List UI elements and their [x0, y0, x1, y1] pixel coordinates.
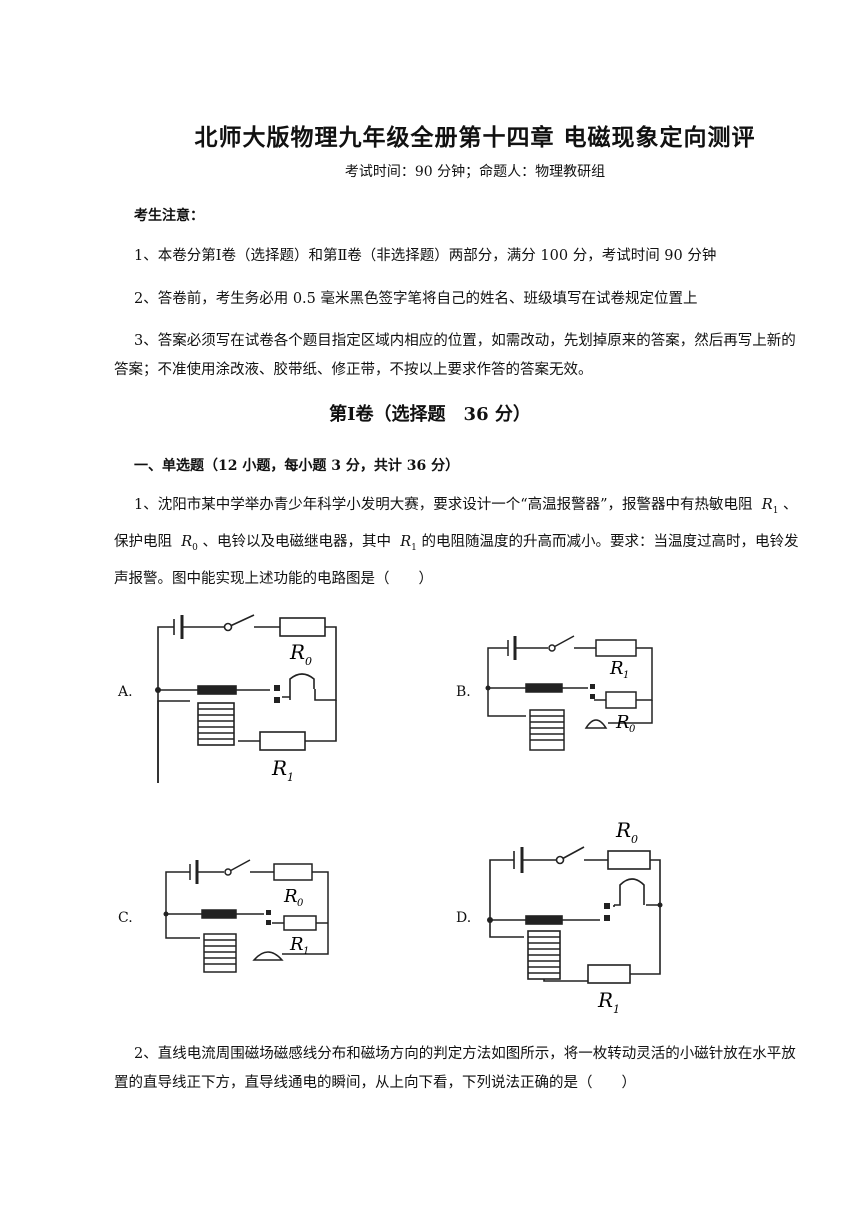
- relay-contact: [274, 685, 280, 691]
- option-c-label: C.: [118, 910, 133, 926]
- svg-text:R: R: [597, 988, 613, 1012]
- question-2: 2、直线电流周围磁场磁感线分布和磁场方向的判定方法如图所示，将一枚转动灵活的小磁…: [114, 1040, 804, 1098]
- q1-text-part1: 1、沈阳市某中学举办青少年科学小发明大赛，要求设计一个“高温报警器”，报警器中有…: [134, 497, 753, 513]
- q1-text-part4: 的电阻随温度的升高而减小。要求：当温度过高时，电铃发声报警。图中能实现上述功能的…: [114, 533, 799, 587]
- q1-var-r1b: R1: [400, 533, 417, 553]
- section-title: 第Ⅰ卷（选择题 36 分）: [329, 404, 531, 425]
- notice-item-3: 3、答案必须写在试卷各个题目指定区域内相应的位置，如需改动，先划掉原来的答案，然…: [114, 333, 796, 378]
- option-b-label: B.: [456, 684, 471, 700]
- question-group-heading: 一、单选题（12 小题，每小题 3 分，共计 36 分）: [134, 458, 460, 474]
- page-title: 北师大版物理九年级全册第十四章 电磁现象定向测评: [194, 124, 756, 151]
- svg-text:0: 0: [305, 655, 312, 668]
- svg-text:1: 1: [623, 670, 629, 681]
- q1-text-part3: 、电铃以及电磁继电器，其中: [202, 533, 391, 550]
- exam-info: 考试时间：90 分钟；命题人：物理教研组: [344, 164, 606, 180]
- svg-text:R: R: [289, 640, 305, 664]
- svg-text:R: R: [609, 658, 624, 679]
- svg-text:R: R: [271, 756, 287, 780]
- svg-text:0: 0: [629, 724, 636, 735]
- notice-item-1: 1、本卷分第Ⅰ卷（选择题）和第Ⅱ卷（非选择题）两部分，满分 100 分，考试时间…: [134, 248, 717, 264]
- q1-var-r1: R1: [761, 497, 779, 516]
- q1-text-part2: 、保护电阻: [114, 497, 798, 550]
- q2-text: 2、直线电流周围磁场磁感线分布和磁场方向的判定方法如图所示，将一枚转动灵活的小磁…: [114, 1046, 796, 1091]
- question-1: 1、沈阳市某中学举办青少年科学小发明大赛，要求设计一个“高温报警器”，报警器中有…: [114, 490, 804, 595]
- notice-heading: 考生注意：: [134, 208, 204, 224]
- svg-text:1: 1: [303, 946, 309, 957]
- q1-var-r0: R0: [181, 533, 198, 553]
- svg-text:1: 1: [287, 771, 294, 784]
- svg-text:R: R: [283, 886, 298, 907]
- notice-item-2: 2、答卷前，考生务必用 0.5 毫米黑色签字笔将自己的姓名、班级填写在试卷规定位…: [134, 291, 698, 307]
- svg-text:R: R: [615, 818, 631, 842]
- svg-text:0: 0: [297, 898, 304, 909]
- svg-text:0: 0: [631, 833, 638, 846]
- svg-text:R: R: [615, 712, 630, 733]
- svg-text:1: 1: [613, 1003, 620, 1016]
- option-a-label: A.: [118, 684, 133, 700]
- option-d-label: D.: [456, 910, 472, 926]
- svg-text:R: R: [289, 934, 304, 955]
